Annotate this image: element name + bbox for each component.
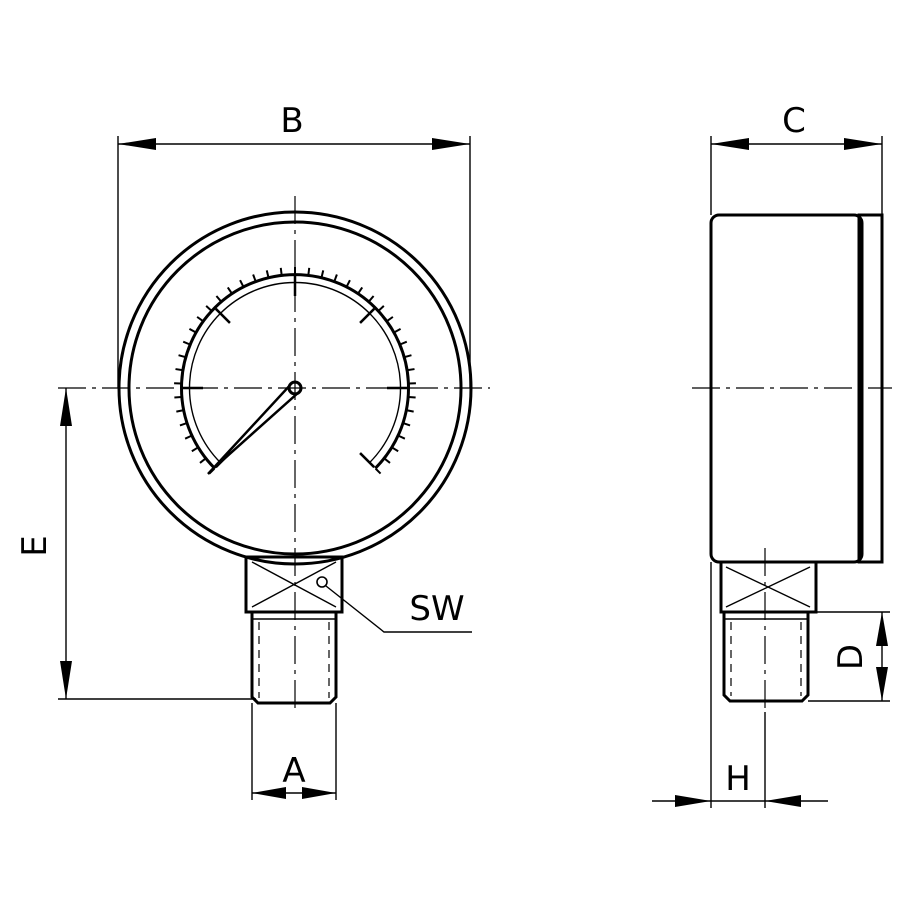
label-a: A xyxy=(282,751,305,791)
b-arrow-right xyxy=(432,138,470,150)
minor-tick xyxy=(391,446,399,453)
minor-tick xyxy=(205,305,212,312)
minor-tick xyxy=(215,295,222,302)
c-arrow-left xyxy=(711,138,749,150)
h-arrow-left xyxy=(675,795,711,807)
minor-tick xyxy=(408,395,416,399)
d-arrow-bottom xyxy=(876,667,888,701)
minor-tick xyxy=(404,354,412,359)
hex-cross-2 xyxy=(251,561,337,608)
minor-tick xyxy=(196,316,204,322)
minor-tick xyxy=(239,279,245,287)
side-thread xyxy=(722,612,810,703)
label-c: C xyxy=(782,101,806,141)
minor-tick xyxy=(175,368,183,372)
minor-tick xyxy=(178,354,186,359)
major-tick xyxy=(214,307,231,324)
minor-tick xyxy=(188,328,197,334)
d-arrow-top xyxy=(876,612,888,646)
minor-tick xyxy=(279,267,283,275)
dimension-h: H xyxy=(652,562,828,808)
dimension-d: D xyxy=(808,611,890,702)
major-tick xyxy=(359,307,376,324)
label-b: B xyxy=(280,101,303,141)
minor-tick xyxy=(407,368,415,372)
minor-tick xyxy=(252,274,257,282)
h-arrow-right xyxy=(765,795,801,807)
dimension-c: C xyxy=(710,101,883,215)
minor-tick xyxy=(374,467,382,475)
thread-connector xyxy=(250,612,338,705)
minor-tick xyxy=(357,286,364,294)
major-tick xyxy=(359,452,376,469)
minor-tick xyxy=(176,409,184,413)
minor-tick xyxy=(320,270,325,278)
dimension-b: B xyxy=(117,101,471,388)
minor-tick xyxy=(368,295,375,302)
minor-tick xyxy=(406,409,414,413)
minor-tick xyxy=(179,422,187,427)
side-hex xyxy=(719,560,818,614)
c-arrow-right xyxy=(844,138,882,150)
minor-tick xyxy=(345,279,351,287)
minor-tick xyxy=(199,457,207,464)
side-hex-cross-2 xyxy=(725,566,811,608)
dimension-e: E xyxy=(15,388,256,700)
gauge-pointer xyxy=(207,381,301,475)
minor-tick xyxy=(191,446,199,453)
minor-tick xyxy=(265,270,270,278)
minor-tick xyxy=(184,434,192,440)
b-arrow-left xyxy=(118,138,156,150)
sw-marker-circle xyxy=(316,576,328,588)
dimension-a: A xyxy=(251,703,337,800)
label-h: H xyxy=(725,759,751,799)
minor-tick xyxy=(333,274,338,282)
sw-callout: SW xyxy=(325,585,472,633)
minor-tick xyxy=(386,316,394,322)
minor-tick xyxy=(174,395,182,399)
minor-tick xyxy=(307,267,311,275)
sw-leader-line xyxy=(325,585,472,633)
minor-tick xyxy=(403,422,411,427)
side-view xyxy=(692,213,892,712)
e-arrow-bottom xyxy=(60,661,72,699)
minor-tick xyxy=(378,305,385,312)
minor-tick xyxy=(383,457,391,464)
minor-tick xyxy=(182,340,191,346)
label-sw: SW xyxy=(409,589,464,629)
a-arrow-left xyxy=(252,787,286,799)
minor-tick xyxy=(399,340,408,346)
hex-socket xyxy=(244,555,344,614)
e-arrow-top xyxy=(60,388,72,426)
label-d: D xyxy=(831,644,871,670)
minor-tick xyxy=(226,286,233,294)
label-e: E xyxy=(15,535,55,556)
a-arrow-right xyxy=(302,787,336,799)
minor-tick xyxy=(398,434,406,440)
minor-tick xyxy=(393,328,402,334)
front-view xyxy=(58,196,490,712)
